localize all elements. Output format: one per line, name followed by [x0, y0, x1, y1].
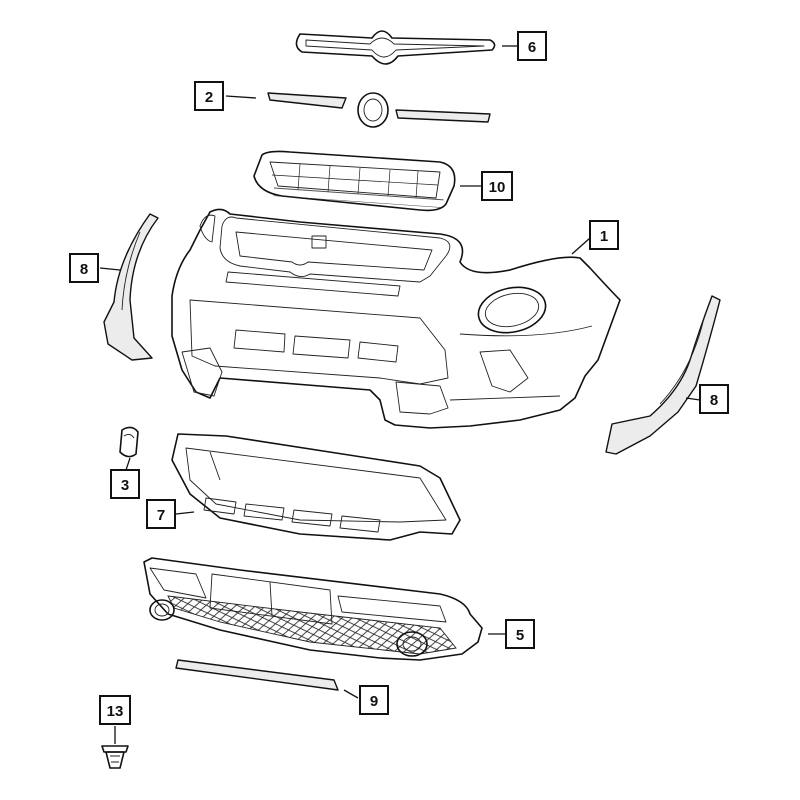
callout-9: 9 — [359, 685, 389, 715]
part-1-front-bumper-cover — [171, 208, 621, 429]
callout-3-label: 3 — [121, 477, 129, 494]
callout-8-right: 8 — [699, 384, 729, 414]
part-9-lower-trim-strip — [175, 659, 339, 691]
callout-6: 6 — [517, 31, 547, 61]
callout-8-right-label: 8 — [710, 392, 718, 409]
callout-5: 5 — [505, 619, 535, 649]
part-5-lower-grille-assembly — [143, 557, 483, 661]
callout-5-label: 5 — [516, 627, 524, 644]
callout-1: 1 — [589, 220, 619, 250]
part-8-left-wheel-flare — [103, 213, 159, 361]
part-6-upper-grille-molding — [295, 30, 496, 65]
part-2-grille-trim-strips — [267, 92, 491, 128]
part-3-tow-hook-cap — [119, 426, 139, 458]
callout-7: 7 — [146, 499, 176, 529]
callout-1-label: 1 — [600, 228, 608, 245]
callout-2: 2 — [194, 81, 224, 111]
callout-2-label: 2 — [205, 89, 213, 106]
part-7-lower-fascia — [171, 433, 461, 541]
callout-13: 13 — [99, 695, 131, 725]
callout-13-label: 13 — [107, 703, 124, 720]
part-8-right-wheel-flare — [605, 295, 721, 455]
callout-7-label: 7 — [157, 507, 165, 524]
callout-8-left: 8 — [69, 253, 99, 283]
part-10-upper-grille — [253, 150, 456, 212]
part-13-push-pin-clip — [101, 745, 129, 769]
callout-3: 3 — [110, 469, 140, 499]
callout-10: 10 — [481, 171, 513, 201]
leader-lines — [99, 45, 701, 744]
callout-8-left-label: 8 — [80, 261, 88, 278]
callout-6-label: 6 — [528, 39, 536, 56]
callout-10-label: 10 — [489, 179, 506, 196]
callout-9-label: 9 — [370, 693, 378, 710]
